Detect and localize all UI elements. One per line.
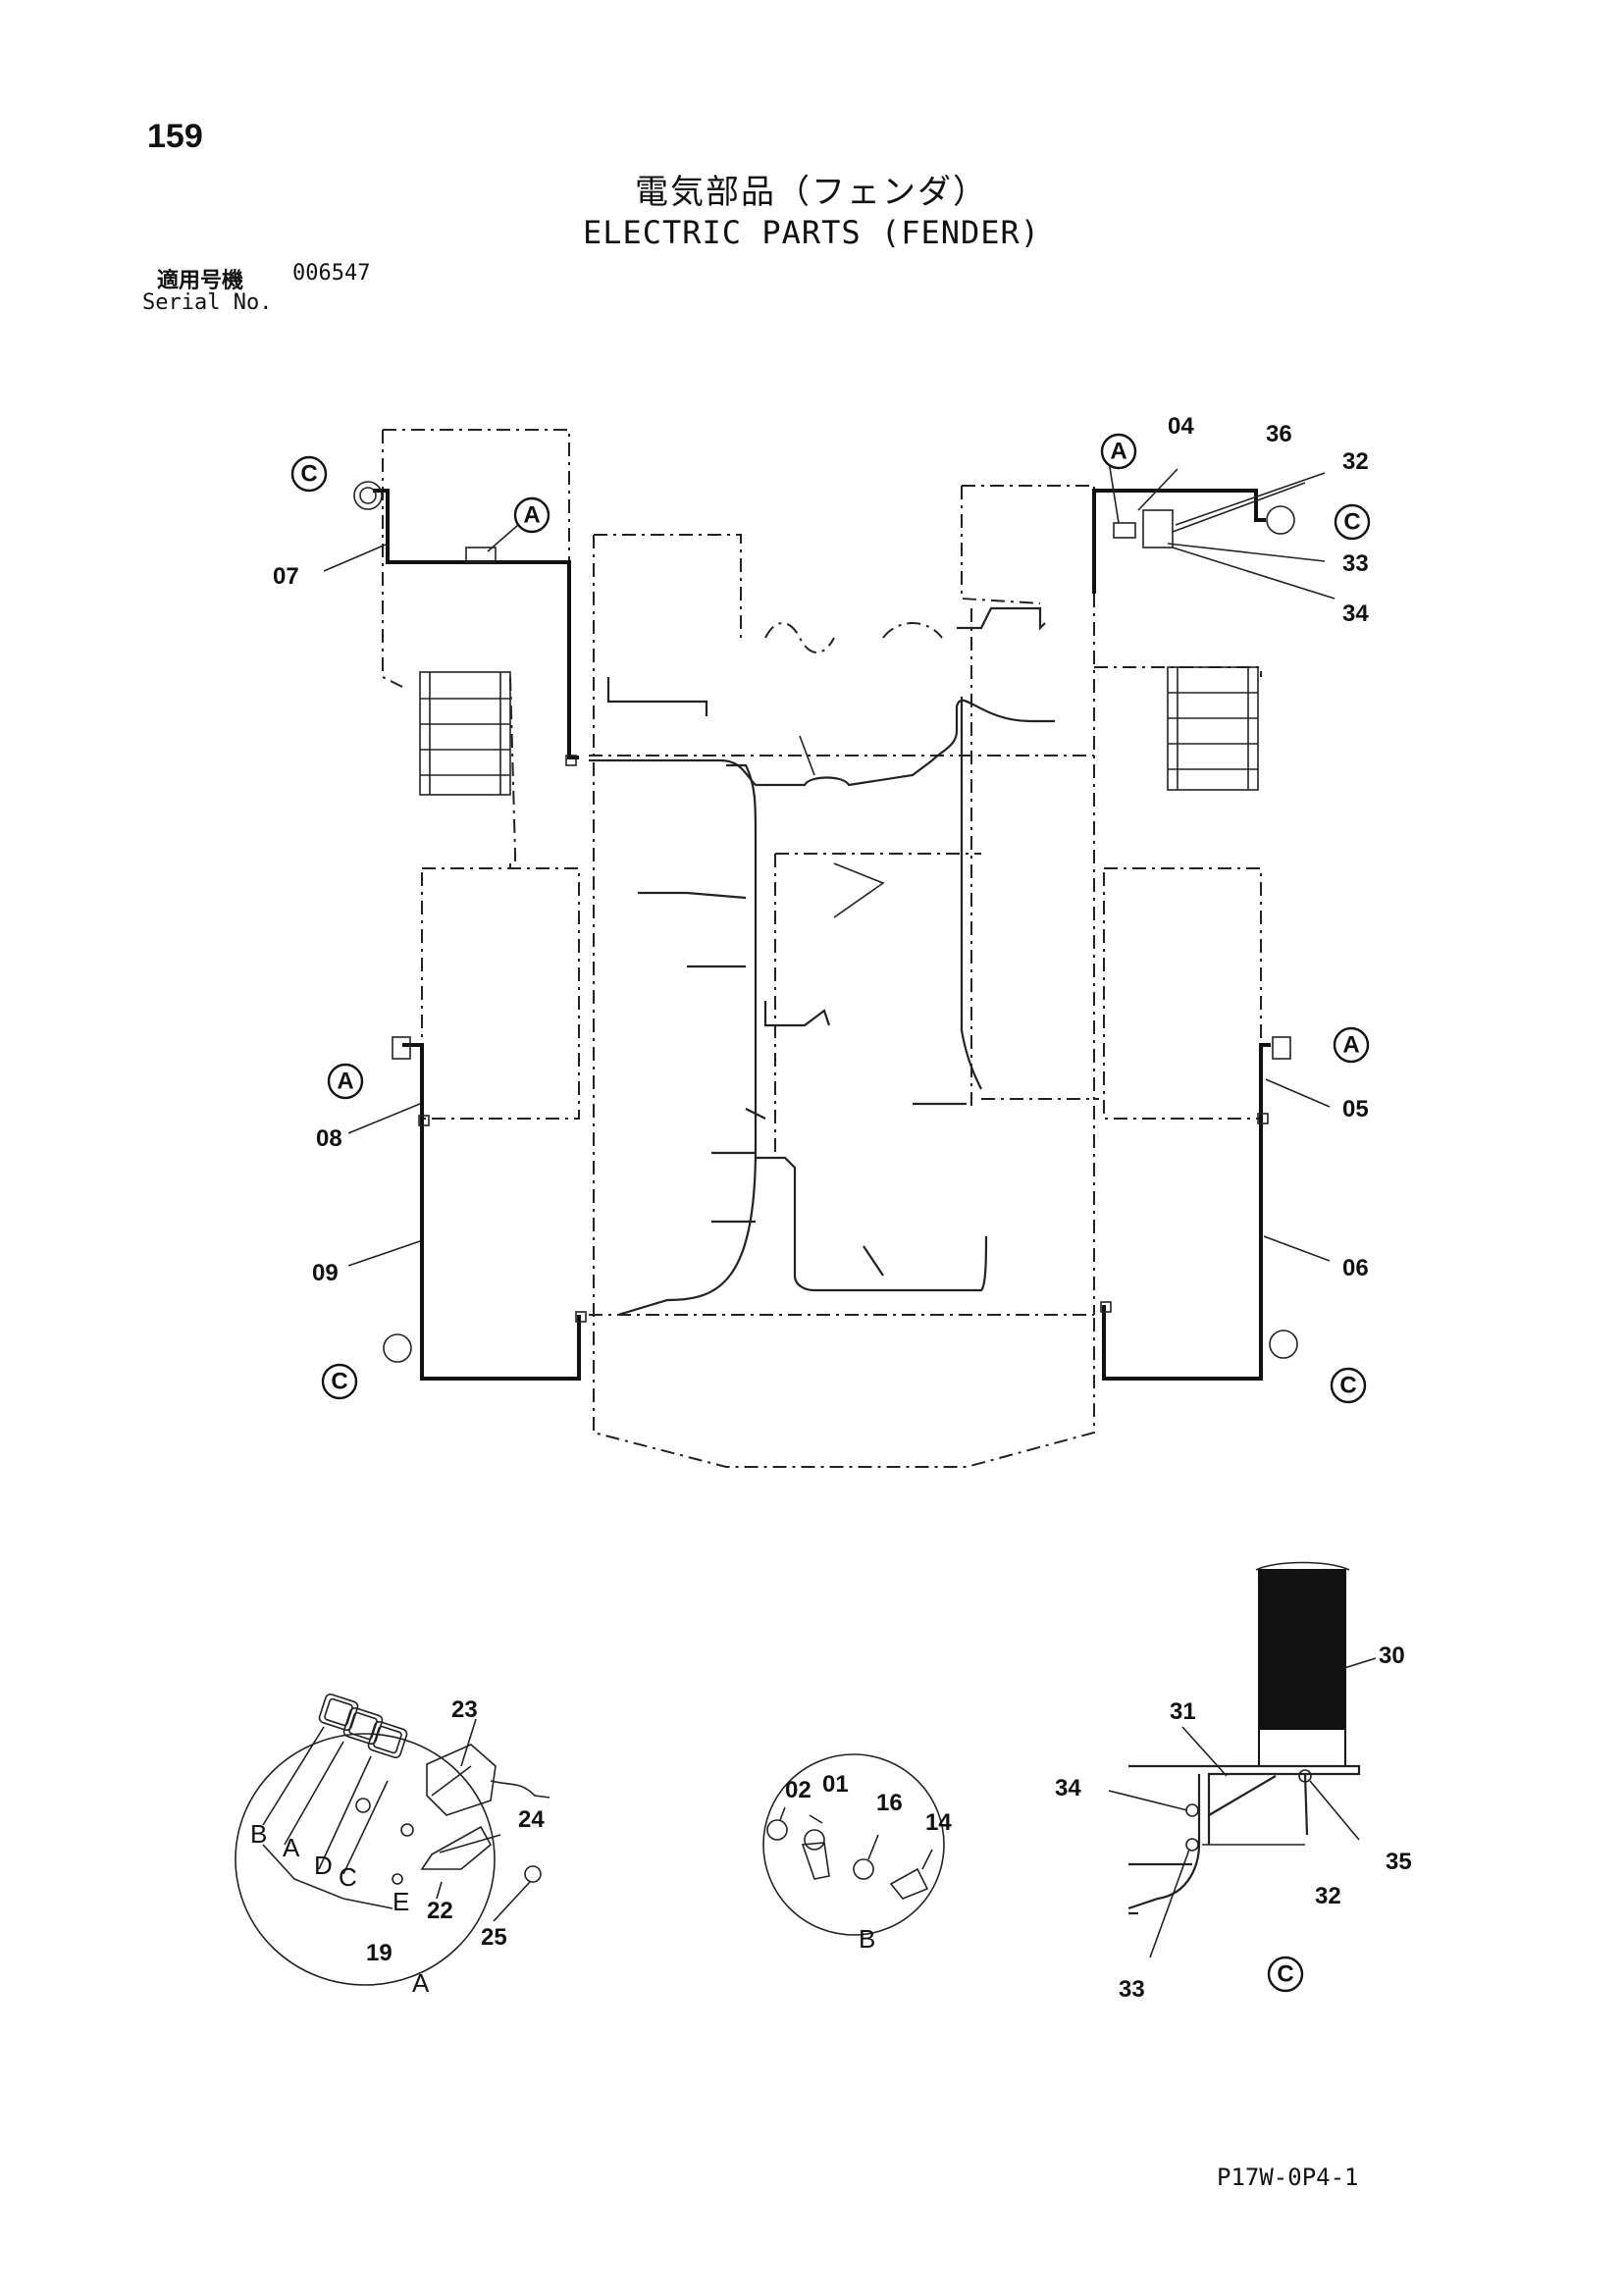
- washer-icon: [853, 1858, 874, 1880]
- relay-box-icon: [1142, 509, 1174, 548]
- part-label-08: 08: [316, 1125, 342, 1152]
- rotating-lamp-icon: [353, 481, 383, 510]
- callout-a-lower-left: A: [327, 1063, 364, 1100]
- detail-letter-c: C: [339, 1862, 357, 1892]
- serial-label-english: Serial No.: [142, 290, 273, 315]
- part-label-06: 06: [1342, 1255, 1369, 1281]
- harness-07: [373, 489, 579, 759]
- svg-text:C: C: [1343, 509, 1360, 536]
- harness-04: [1092, 489, 1266, 594]
- svg-text:A: A: [1110, 439, 1126, 465]
- bolt-icon: [889, 1867, 929, 1900]
- junction-boxes: [418, 755, 1269, 1323]
- lamp-housing-icon: [426, 1744, 497, 1816]
- part-label-36: 36: [1266, 421, 1292, 447]
- detail-b-circle: [762, 1753, 945, 1936]
- upper-right-fender-outline: [962, 485, 1095, 594]
- callout-badges: C A A C A A C C: [290, 433, 1371, 1993]
- marker-lamp-icon: [465, 547, 497, 563]
- detail-a-caption: A: [412, 1968, 430, 1998]
- callout-c-detail: C: [1267, 1956, 1304, 1993]
- detail-letter-d: D: [314, 1851, 333, 1880]
- callout-c-lower-right: C: [1330, 1367, 1367, 1404]
- right-step-ladder: [1167, 666, 1259, 791]
- callout-a-lower-right: A: [1333, 1026, 1370, 1064]
- callout-c-lower-left: C: [321, 1363, 358, 1400]
- upper-left-fender-outline: [383, 429, 570, 677]
- center-frame-outline: [594, 534, 742, 638]
- marker-lamp-icon: [1113, 522, 1136, 539]
- serial-label-japanese: 適用号機: [157, 269, 244, 293]
- detail-letter-b: B: [250, 1819, 267, 1849]
- marker-lamp-icon: [392, 1036, 411, 1060]
- callout-a-upper-left: A: [513, 496, 550, 534]
- part-label-35: 35: [1386, 1849, 1412, 1875]
- part-label-25: 25: [481, 1924, 507, 1951]
- page-title-english: ELECTRIC PARTS (FENDER): [582, 214, 1041, 251]
- part-labels-main: 07 04 36 32 33 34 08 09 05 06: [273, 413, 1369, 1286]
- nut-icon: [766, 1819, 788, 1841]
- callout-c-upper-left: C: [290, 455, 328, 493]
- part-label-01: 01: [822, 1771, 849, 1798]
- callout-c-upper-right: C: [1334, 503, 1371, 541]
- callout-a-upper-right: A: [1100, 433, 1137, 470]
- svg-text:C: C: [300, 461, 317, 488]
- svg-text:C: C: [1277, 1961, 1293, 1988]
- machine-outline: [382, 429, 1262, 1468]
- harness-05-06: [1102, 1043, 1271, 1381]
- detail-letter-a: A: [283, 1833, 300, 1862]
- part-label-33: 33: [1342, 550, 1369, 577]
- part-label-32-detail: 32: [1315, 1883, 1341, 1909]
- marker-lamp-icon: [1272, 1036, 1291, 1060]
- part-label-09: 09: [312, 1260, 339, 1286]
- rotating-beacon-icon: [1258, 1569, 1346, 1730]
- detail-view-a: 23 24 22 25 19 B A D C E A: [235, 1693, 550, 1998]
- rotating-lamp-icon: [1266, 505, 1295, 535]
- part-label-23: 23: [451, 1696, 478, 1723]
- harness-08-09: [402, 1043, 581, 1381]
- svg-text:C: C: [331, 1369, 347, 1395]
- leader-lines: [323, 460, 1335, 1267]
- detail-b-caption: B: [859, 1924, 875, 1954]
- svg-text:A: A: [1342, 1032, 1359, 1059]
- detail-view-b: 02 01 16 14 B: [762, 1753, 952, 1954]
- detail-a-circle: [235, 1733, 496, 1986]
- left-fender-outline: [421, 867, 580, 1120]
- part-label-14: 14: [925, 1809, 952, 1836]
- part-label-05: 05: [1342, 1096, 1369, 1122]
- part-label-04: 04: [1168, 413, 1194, 440]
- page-number: 159: [147, 118, 203, 155]
- part-label-24: 24: [518, 1806, 545, 1833]
- washer-icon: [804, 1829, 825, 1851]
- svg-text:C: C: [1339, 1373, 1356, 1399]
- mounting-bracket: [1128, 1764, 1361, 1845]
- part-label-31: 31: [1170, 1698, 1196, 1725]
- center-wiring: [589, 606, 1055, 1317]
- diagram-code: P17W-0P4-1: [1217, 2164, 1359, 2191]
- part-label-16: 16: [876, 1790, 903, 1816]
- part-label-33-detail: 33: [1119, 1976, 1145, 2003]
- part-label-34: 34: [1342, 600, 1369, 627]
- page-title-japanese: 電気部品（フェンダ）: [635, 173, 988, 212]
- part-label-30: 30: [1379, 1643, 1405, 1669]
- svg-text:A: A: [337, 1069, 353, 1095]
- rotating-lamp-icon: [1269, 1330, 1298, 1359]
- part-label-22: 22: [427, 1898, 453, 1924]
- detail-view-c: 30 31 34 35 32 33: [1055, 1561, 1412, 2003]
- svg-text:A: A: [523, 502, 540, 529]
- detail-letter-e: E: [393, 1887, 409, 1916]
- part-label-32: 32: [1342, 448, 1369, 475]
- part-label-02: 02: [785, 1777, 812, 1803]
- serial-number-value: 006547: [292, 261, 371, 286]
- left-step-ladder: [419, 671, 511, 796]
- rotating-lamp-icon: [383, 1333, 412, 1363]
- right-fender-outline: [1103, 867, 1262, 1120]
- lamp-components: [353, 481, 1298, 1363]
- fender-harnesses: [373, 489, 1271, 1381]
- part-label-07: 07: [273, 563, 299, 590]
- part-label-19: 19: [366, 1940, 393, 1966]
- part-label-34-detail: 34: [1055, 1775, 1081, 1801]
